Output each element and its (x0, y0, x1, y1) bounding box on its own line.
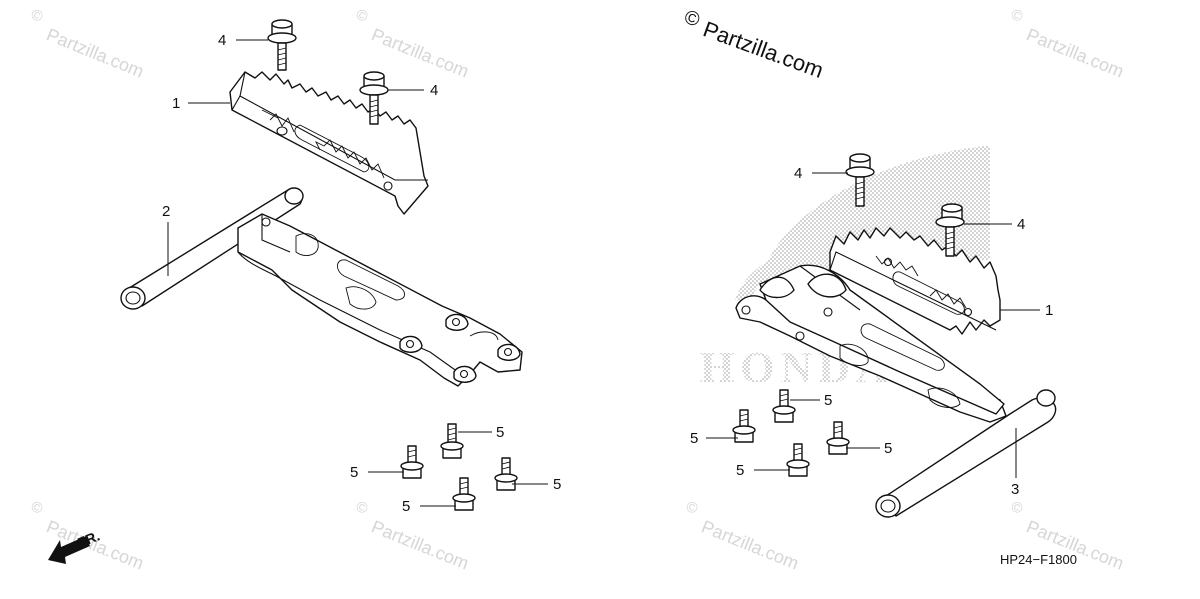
watermark-text: Partzilla.com (369, 516, 472, 573)
flange-bolt-right-top (845, 153, 875, 207)
diagram-code: HP24−F1800 (1000, 552, 1077, 567)
callout-label: 2 (162, 203, 170, 220)
watermark-text: Partzilla.com (699, 516, 802, 573)
callout-label: 5 (884, 440, 892, 457)
callout-label: 3 (1011, 481, 1019, 498)
watermark-symbol: © (29, 498, 46, 518)
watermark-text: Partzilla.com (369, 24, 472, 81)
front-direction-arrow: FR. (48, 527, 102, 564)
step-plate-right (829, 227, 1001, 335)
small-bolt-left-2 (400, 445, 424, 479)
watermark-symbol: © (29, 6, 46, 26)
step-bar-right (735, 264, 1057, 518)
callout-label: 5 (402, 498, 410, 515)
flange-bolt-left-top (267, 19, 297, 71)
step-plate-left (229, 71, 429, 215)
watermark-symbol: © (1009, 6, 1026, 26)
callout-label: 4 (430, 82, 438, 99)
callout-label: 4 (1017, 216, 1025, 233)
callout-label: 5 (496, 424, 504, 441)
watermark-symbol: © (1009, 498, 1026, 518)
small-bolt-right-3 (826, 421, 850, 455)
watermark-symbol: © (354, 6, 371, 26)
callout-label: 4 (794, 165, 802, 182)
watermark-text: Partzilla.com (44, 24, 147, 81)
small-bolt-right-2 (732, 409, 756, 443)
callout-label: 5 (553, 476, 561, 493)
small-bolt-right-1 (772, 389, 796, 423)
copyright-label: © Partzilla.com (681, 6, 827, 83)
callout-label: 1 (1045, 302, 1053, 319)
flange-bolt-right-side (935, 203, 965, 257)
callouts-right: 4 4 1 3 5 5 5 5 (690, 165, 1053, 498)
step-bar-left (120, 187, 523, 387)
callout-label: 5 (350, 464, 358, 481)
small-bolt-left-4 (452, 477, 476, 511)
callout-label: 5 (736, 462, 744, 479)
flange-bolt-left-right (359, 71, 389, 125)
callouts-left: 4 4 1 2 5 5 5 5 (162, 32, 561, 515)
watermark-symbol: © (354, 498, 371, 518)
callout-label: 5 (690, 430, 698, 447)
watermark-symbol: © (684, 498, 701, 518)
copyright-symbol: © (681, 6, 703, 32)
small-bolt-left-1 (440, 423, 464, 459)
small-bolt-right-4 (786, 443, 810, 477)
copyright-text: Partzilla.com (700, 16, 827, 83)
watermark-text: Partzilla.com (1024, 24, 1127, 81)
callout-label: 5 (824, 392, 832, 409)
small-bolt-left-3 (494, 457, 518, 491)
callout-label: 4 (218, 32, 226, 49)
callout-label: 1 (172, 95, 180, 112)
direction-label: FR. (75, 527, 102, 550)
